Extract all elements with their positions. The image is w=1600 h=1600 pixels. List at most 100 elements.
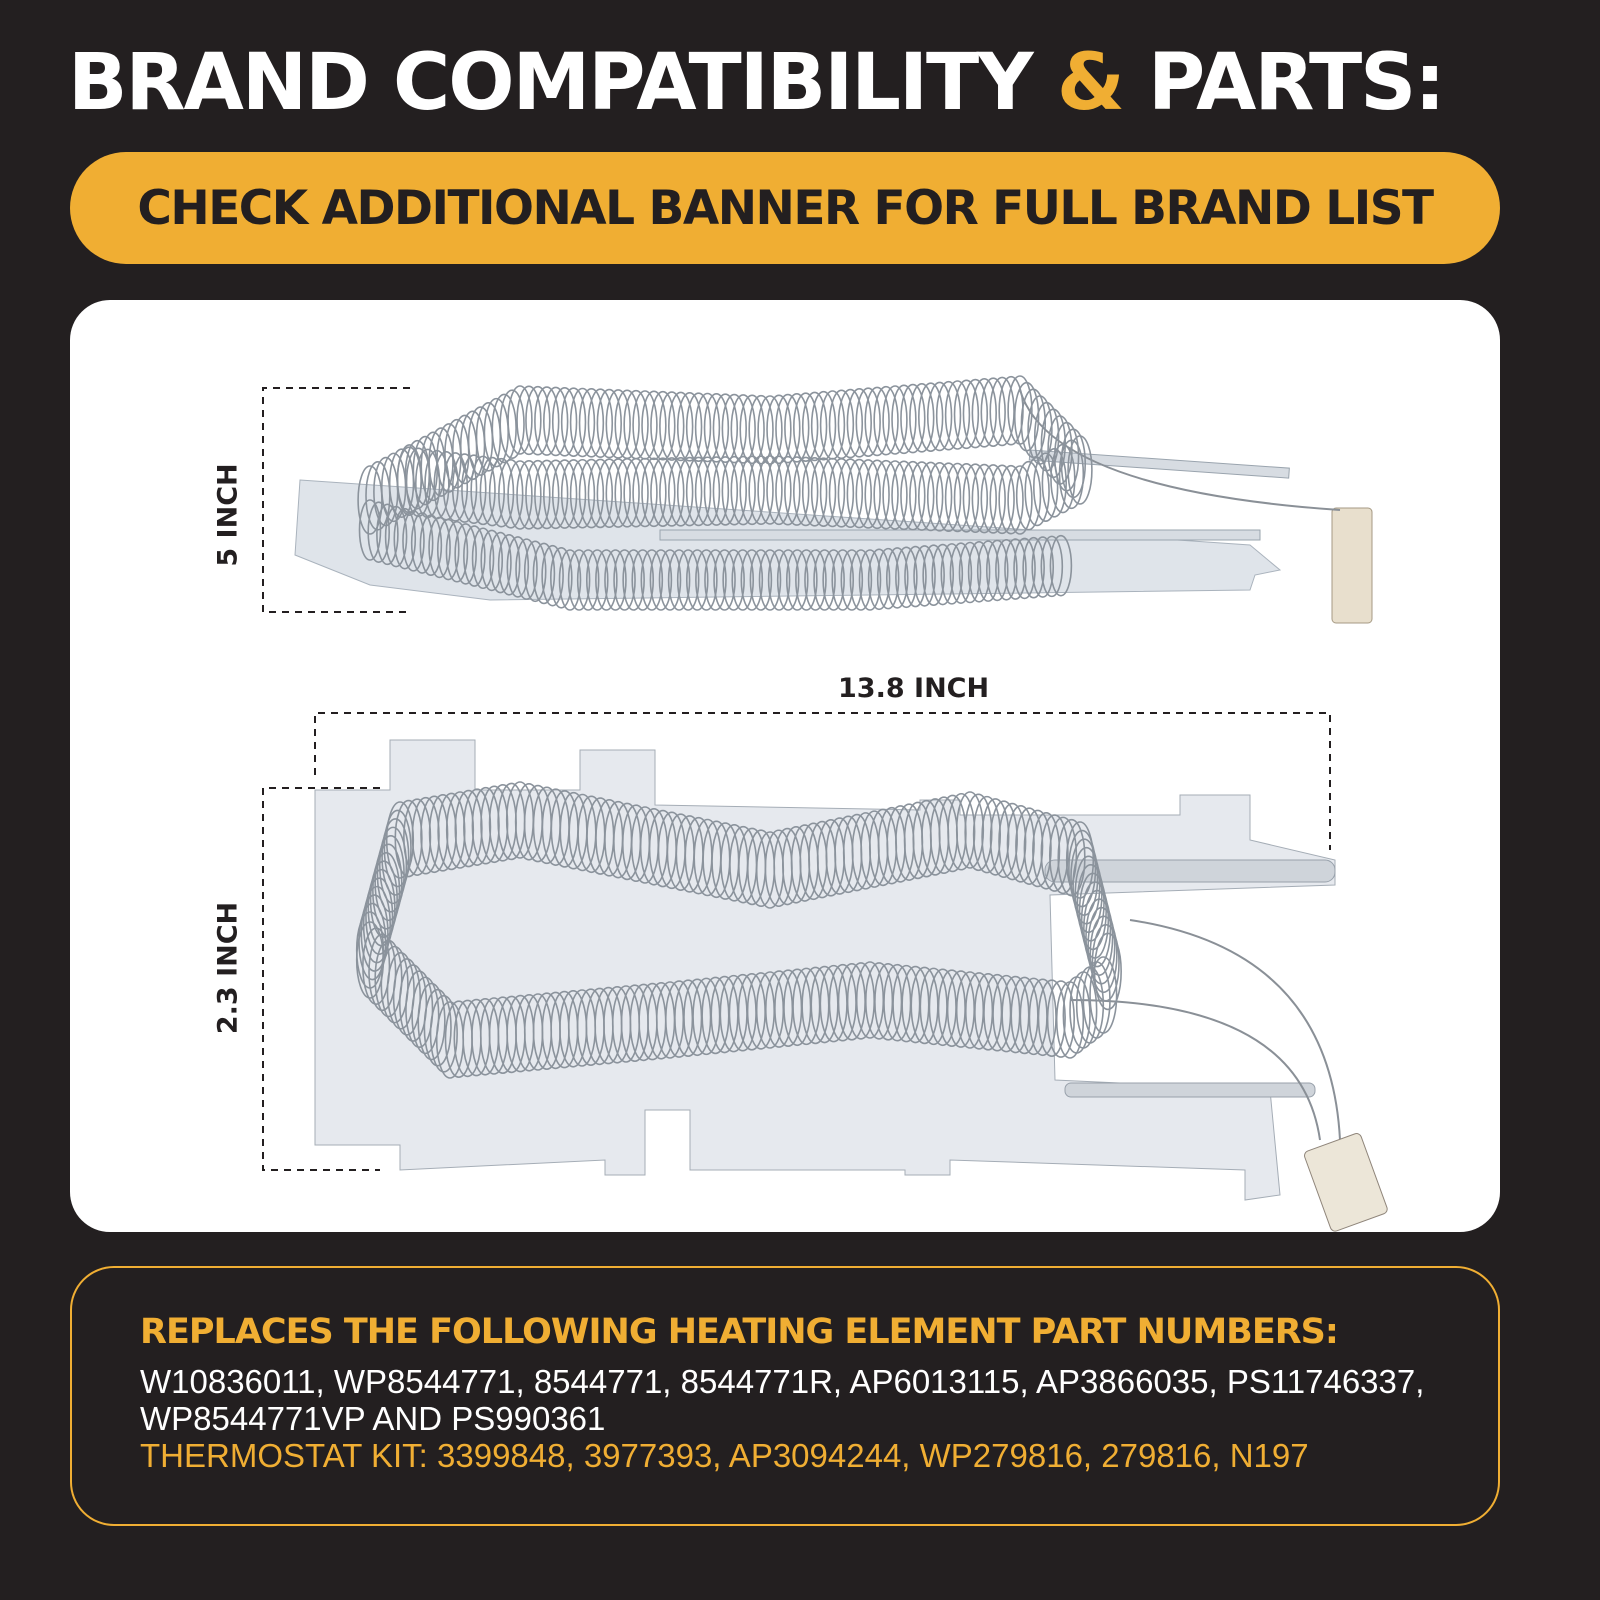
- coil-loop: [837, 458, 864, 529]
- coil-loop: [955, 791, 985, 869]
- coil-loop: [376, 503, 399, 566]
- coil-loop: [989, 376, 1015, 447]
- coil-loop: [534, 459, 560, 530]
- coil-loop: [748, 455, 774, 525]
- coil-loop: [944, 462, 971, 533]
- coil-loop: [578, 458, 605, 529]
- coil-loop: [695, 549, 718, 611]
- coil-loop: [748, 394, 774, 465]
- coil-loop: [909, 383, 935, 453]
- coil-loop: [483, 397, 510, 468]
- coil-loop: [864, 386, 890, 457]
- coil-loop: [949, 542, 973, 604]
- coil-loop: [801, 456, 828, 527]
- coil-loop: [935, 462, 962, 532]
- coil-loop: [488, 457, 515, 528]
- coil-loop: [467, 406, 494, 476]
- coil-loop: [891, 460, 917, 531]
- coil-loop: [1089, 915, 1118, 994]
- coil-loop: [776, 549, 800, 611]
- coil-loop: [962, 463, 989, 534]
- coil-loop: [855, 459, 881, 529]
- coil-loop: [550, 547, 573, 609]
- coil-loop: [757, 455, 783, 525]
- coil-loop: [810, 390, 837, 461]
- coil-loop: [1050, 443, 1076, 514]
- coil-loop: [392, 958, 422, 1036]
- coil-loop: [935, 380, 962, 451]
- top-heating-element: [294, 375, 1373, 624]
- coil-loop: [918, 461, 944, 532]
- coil-loop: [567, 549, 591, 611]
- coil-loop: [560, 459, 587, 529]
- coil-loop: [641, 457, 667, 528]
- coil-loop: [381, 818, 410, 896]
- coil-loop: [922, 544, 945, 607]
- coil-loop: [394, 799, 423, 878]
- coil-loop: [471, 527, 495, 590]
- coil-loop: [989, 800, 1018, 879]
- coil-loop: [953, 463, 980, 533]
- coil-loop: [980, 377, 1006, 447]
- coil-loop: [967, 541, 991, 603]
- coil-loop: [604, 549, 627, 611]
- coil-loop: [953, 379, 980, 450]
- coil-loop: [532, 542, 556, 605]
- coil-loop: [766, 394, 792, 465]
- coil-loop: [403, 798, 432, 876]
- heating-element-illustration: [262, 375, 1388, 1232]
- coil-loop: [534, 386, 560, 456]
- coil-loop: [1049, 534, 1073, 597]
- coil-loop: [1037, 979, 1066, 1057]
- coil-loop: [649, 549, 673, 611]
- coil-loop: [926, 461, 953, 532]
- coil-loop: [985, 539, 1009, 602]
- coil-loop: [703, 456, 730, 526]
- coil-loop: [428, 516, 451, 579]
- coil-loop: [640, 549, 664, 611]
- coil-loop: [489, 531, 512, 594]
- coil-loop: [971, 378, 997, 448]
- coil-loop: [995, 538, 1018, 601]
- coil-loop: [596, 388, 622, 459]
- coil-loop: [560, 387, 587, 457]
- coil-loop: [882, 460, 908, 530]
- coil-loop: [740, 549, 764, 611]
- coil-loop: [840, 549, 864, 611]
- coil-loop: [858, 549, 882, 611]
- coil-loop: [873, 459, 899, 530]
- coil-loop: [793, 456, 819, 527]
- coil-loop: [855, 387, 881, 457]
- coil-loop: [900, 460, 926, 531]
- coil-loop: [849, 549, 873, 611]
- coil-loop: [523, 540, 547, 603]
- coil-loop: [885, 547, 909, 609]
- coil-loop: [428, 794, 457, 872]
- coil-loop: [479, 456, 506, 527]
- coil-loop: [585, 549, 609, 611]
- coil-loop: [784, 456, 810, 526]
- coil-loop: [587, 458, 614, 529]
- coil-loop: [378, 826, 408, 905]
- coil-loop: [685, 392, 712, 462]
- coil-loop: [712, 393, 739, 464]
- coil-loop: [1093, 932, 1122, 1011]
- coil-loop: [358, 499, 382, 561]
- part-numbers-line-2: WP8544771VP AND PS990361: [140, 1400, 606, 1437]
- coil-loop: [631, 549, 655, 611]
- coil-loop: [972, 795, 1002, 874]
- coil-loop: [873, 385, 899, 456]
- coil-loop: [436, 518, 460, 581]
- coil-loop: [964, 793, 993, 872]
- coil-loop: [541, 544, 564, 607]
- coil-loop: [515, 538, 538, 600]
- coil-loop: [417, 982, 446, 1061]
- part-numbers-line-1: W10836011, WP8544771, 8544771, 8544771R,…: [140, 1363, 1425, 1400]
- bottom-heating-element: [314, 739, 1388, 1232]
- coil-loop: [685, 549, 709, 611]
- coil-loop: [423, 988, 452, 1067]
- coil-loop: [828, 458, 855, 528]
- coil-loop: [451, 453, 478, 523]
- coil-loop: [396, 446, 422, 516]
- coil-loop: [372, 851, 401, 930]
